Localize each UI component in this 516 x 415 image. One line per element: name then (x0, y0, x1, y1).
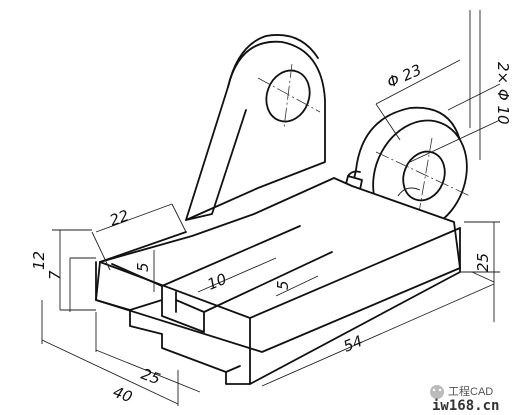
base-plate (95, 177, 461, 385)
dimension-lines (41, 10, 501, 406)
dim-7: 7 (46, 270, 64, 280)
dim-phi-23: Φ 23 (384, 61, 424, 92)
dim-2x-phi-10: 2× Φ 10 (494, 62, 512, 125)
dim-40: 40 (111, 383, 135, 406)
watermark-url: iw168.cn (432, 398, 499, 414)
watermark-brand: 工程CAD (448, 385, 493, 398)
watermark: 工程CAD iw168.cn (430, 385, 499, 414)
left-ear (185, 34, 326, 221)
dim-54: 54 (341, 332, 365, 356)
dim-5-left: 5 (134, 262, 152, 272)
dim-22: 22 (107, 206, 131, 229)
dim-5-right: 5 (274, 280, 292, 290)
dimension-labels: 22 12 7 5 10 5 25 40 54 25 Φ 23 2× Φ 10 (30, 61, 512, 407)
dim-12: 12 (30, 251, 48, 270)
dim-25-bottom: 25 (139, 365, 163, 388)
wechat-logo-icon (430, 385, 444, 399)
dim-10: 10 (205, 270, 229, 294)
left-bore-hole (265, 69, 311, 123)
dim-25-right: 25 (474, 253, 492, 272)
